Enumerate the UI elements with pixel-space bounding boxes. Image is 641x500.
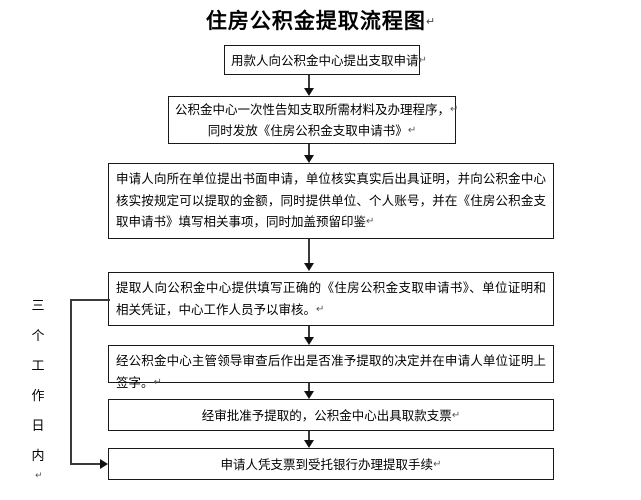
paragraph-mark-icon: ↵	[316, 303, 325, 315]
bracket-vertical-segment	[70, 299, 72, 464]
node-center-informs-materials[interactable]: 公积金中心一次性告知支取所需材料及办理程序，↵ 同时发放《住房公积金支取申请书》…	[168, 96, 459, 144]
node-leader-approval-decision[interactable]: 经公积金中心主管领导审查后作出是否准予提取的决定并在申请人单位证明上签字。↵	[108, 345, 554, 390]
paragraph-mark-icon: ↵	[450, 104, 459, 115]
node-issue-withdrawal-cheque[interactable]: 经审批准予提取的，公积金中心出具取款支票↵	[108, 399, 554, 431]
arrow-down-icon	[304, 391, 314, 399]
node-3-paragraph: 申请人向所在单位提出书面申请，单位核实真实后出具证明，并向公积金中心核实按规定可…	[116, 171, 546, 229]
arrow-right-icon	[100, 459, 108, 469]
connector-5-6	[308, 383, 310, 394]
arrow-down-icon	[304, 155, 314, 163]
node-1-line-1: 用款人向公积金中心提出支取申请↵	[231, 52, 427, 68]
paragraph-mark-icon: ↵	[35, 471, 43, 481]
paragraph-mark-icon: ↵	[153, 376, 162, 388]
node-bank-withdrawal-procedure[interactable]: 申请人凭支票到受托银行办理提取手续↵	[108, 448, 554, 480]
page-title: 住房公积金提取流程图↵	[0, 8, 641, 35]
paragraph-mark-icon: ↵	[418, 54, 427, 66]
arrow-down-icon	[304, 88, 314, 96]
side-annotation-char: 作	[31, 389, 45, 404]
connector-2-3	[308, 144, 310, 158]
side-annotation-three-working-days: 三 个 工 作 日 内 ↵	[26, 292, 50, 481]
side-annotation-char: 日	[31, 419, 45, 434]
connector-3-4	[308, 239, 310, 267]
bracket-bottom-segment	[70, 463, 102, 465]
arrow-down-icon	[304, 263, 314, 271]
side-annotation-char: 个	[31, 329, 45, 344]
node-apply-to-fund-center[interactable]: 用款人向公积金中心提出支取申请↵	[224, 45, 427, 75]
side-annotation-char: 内	[31, 449, 45, 464]
paragraph-mark-icon: ↵	[425, 15, 436, 28]
paragraph-mark-icon: ↵	[451, 409, 461, 421]
node-7-line-1: 申请人凭支票到受托银行办理提取手续↵	[220, 456, 442, 472]
node-submit-documents-for-review[interactable]: 提取人向公积金中心提供填写正确的《住房公积金支取申请书》、单位证明和相关凭证，中…	[108, 272, 554, 326]
node-5-paragraph: 经公积金中心主管领导审查后作出是否准予提取的决定并在申请人单位证明上签字。↵	[116, 353, 546, 390]
paragraph-mark-icon: ↵	[433, 458, 442, 470]
bracket-top-segment	[70, 299, 110, 301]
page-title-text: 住房公积金提取流程图	[205, 9, 426, 33]
paragraph-mark-icon: ↵	[407, 125, 417, 136]
arrow-down-icon	[304, 440, 314, 448]
node-2-line-1: 公积金中心一次性告知支取所需材料及办理程序，↵	[175, 102, 459, 117]
connector-6-7	[308, 431, 310, 443]
node-4-paragraph: 提取人向公积金中心提供填写正确的《住房公积金支取申请书》、单位证明和相关凭证，中…	[116, 280, 546, 317]
arrow-down-icon	[304, 337, 314, 345]
connector-1-2	[308, 75, 310, 90]
paragraph-mark-icon: ↵	[366, 216, 375, 227]
node-2-line-2: 同时发放《住房公积金支取申请书》↵	[207, 123, 417, 138]
side-annotation-char: 工	[31, 359, 45, 374]
node-6-line-1: 经审批准予提取的，公积金中心出具取款支票↵	[201, 407, 461, 423]
side-annotation-char: 三	[31, 299, 45, 314]
connector-4-5	[308, 326, 310, 340]
node-applicant-written-application[interactable]: 申请人向所在单位提出书面申请，单位核实真实后出具证明，并向公积金中心核实按规定可…	[108, 163, 554, 239]
